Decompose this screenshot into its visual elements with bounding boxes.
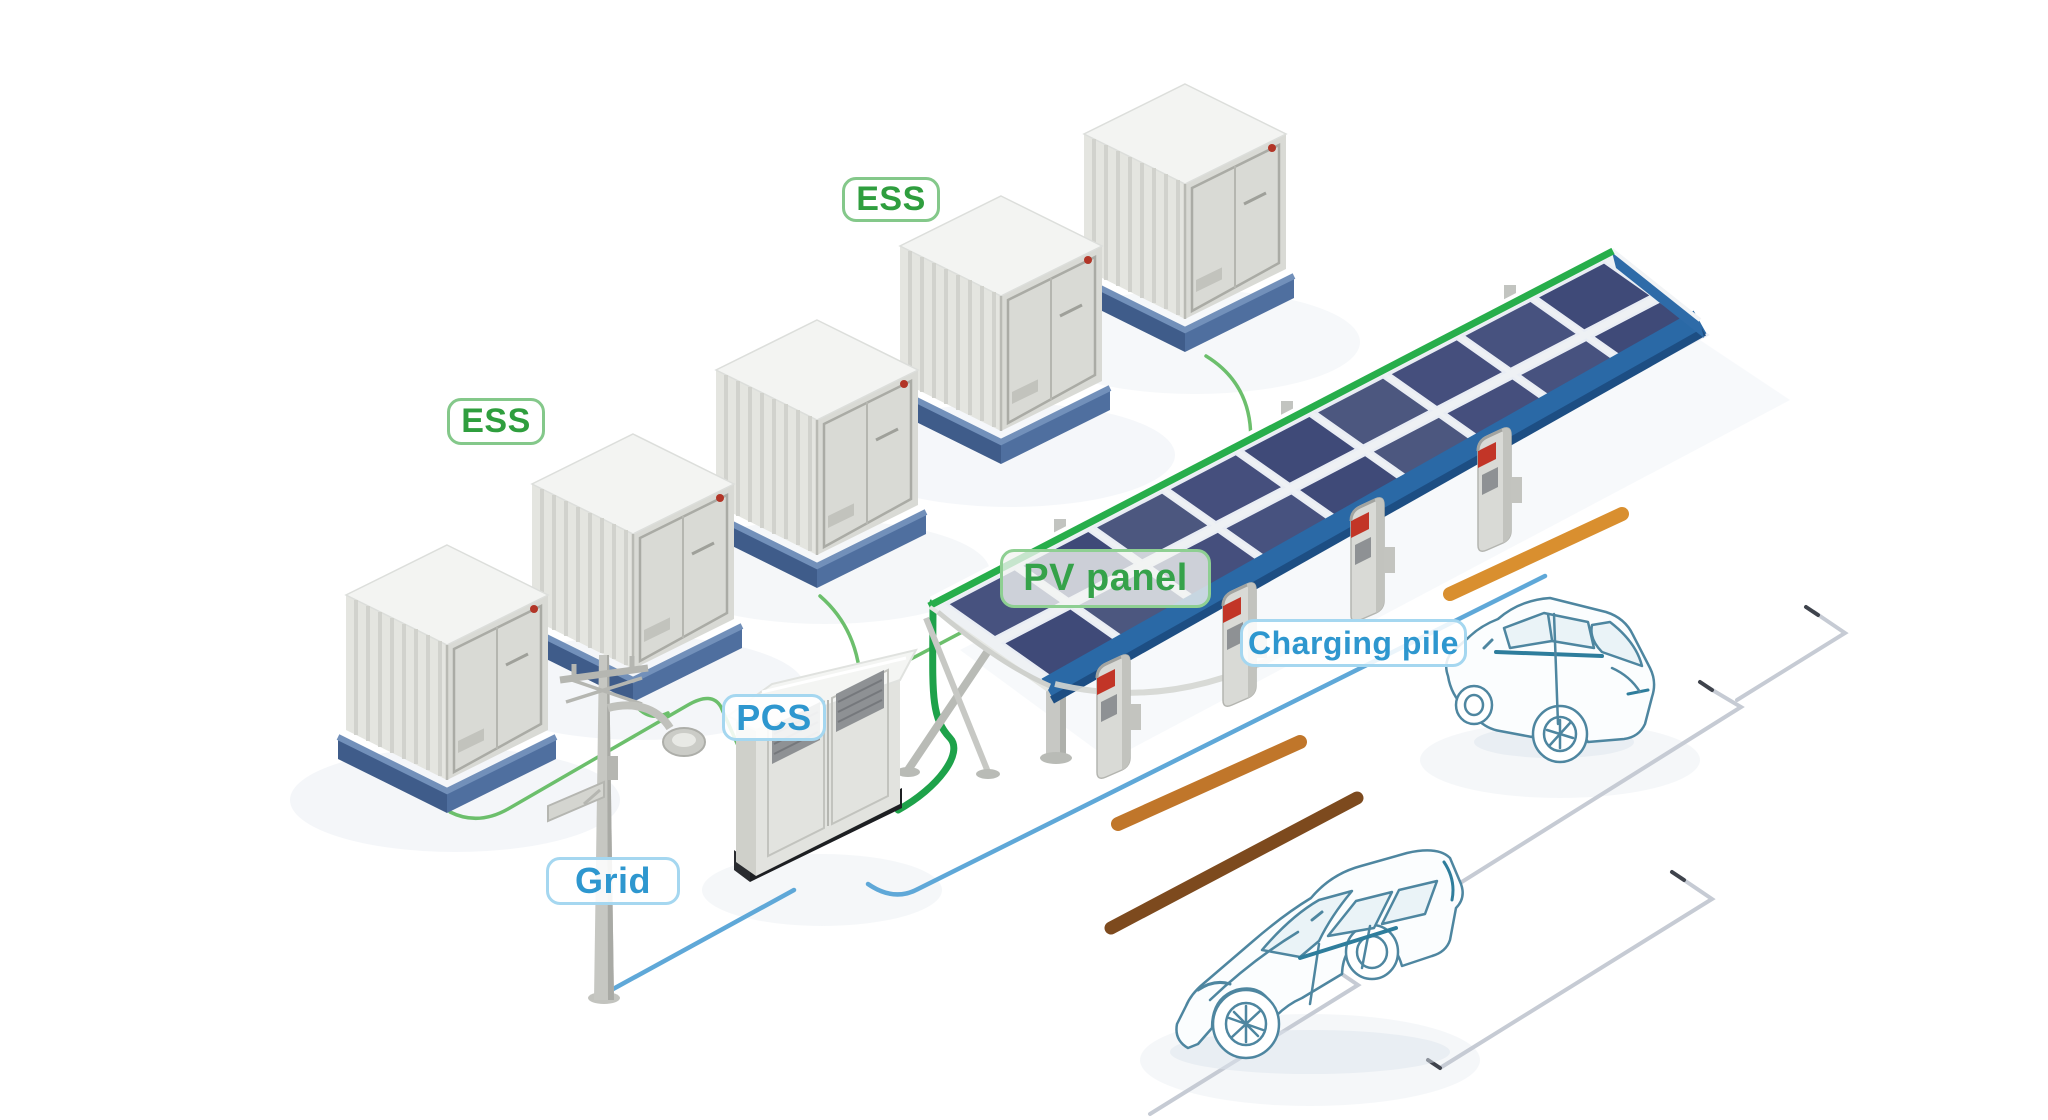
pole-solar-strip (547, 780, 605, 823)
barrier-orange-mid (1111, 735, 1307, 831)
car-2 (1170, 849, 1464, 1074)
parking-bay-1 (1735, 605, 1849, 702)
parking-barriers (1104, 507, 1629, 935)
parking-bay-3 (1426, 870, 1716, 1070)
ess-container-3 (708, 320, 926, 588)
street-light-pole (547, 655, 706, 1004)
pv-to-pcs-line (894, 598, 958, 814)
canopy-end-cap (1612, 252, 1704, 338)
barrier-orange-top (1443, 507, 1629, 601)
carport-strut (923, 616, 991, 774)
ess-container-4 (892, 196, 1110, 464)
barrier-brown-low (1104, 791, 1364, 935)
canopy-green-edge (927, 247, 1615, 610)
ess-label-left: ESS (447, 398, 545, 445)
ess-container-1 (338, 545, 556, 813)
pole-junction-box (607, 756, 618, 780)
ess-container-5 (1076, 84, 1294, 352)
pv-panel-label: PV panel (1000, 549, 1211, 608)
grid-line (601, 573, 1548, 997)
ess-label-top: ESS (842, 177, 940, 222)
pcs-label: PCS (722, 694, 826, 741)
grid-label: Grid (546, 857, 680, 905)
lamp-arm (607, 701, 674, 731)
car-1 (1444, 596, 1656, 764)
charging-pile-label: Charging pile (1240, 619, 1467, 667)
carport-strut (904, 627, 1006, 773)
